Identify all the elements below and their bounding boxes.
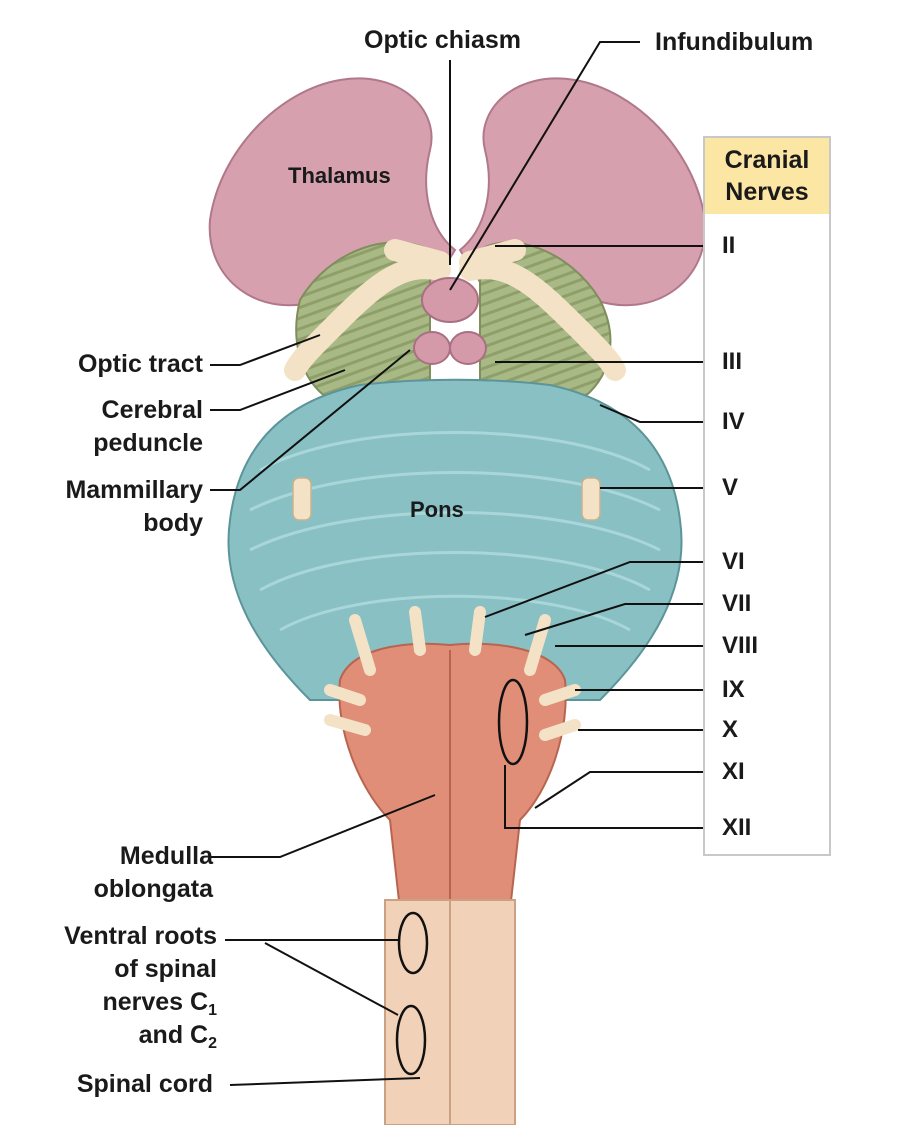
- optic-tract-left: [284, 257, 451, 381]
- label-ventral-roots-1: Ventral roots: [64, 922, 217, 950]
- nerve-label-ix: IX: [722, 676, 745, 703]
- nerve-label-iii: III: [722, 348, 743, 375]
- label-ventral-roots-4: and C2: [138, 1021, 217, 1052]
- medulla-shape: [338, 642, 567, 911]
- nerve-label-xii: XII: [722, 814, 752, 841]
- pons-fibers: [249, 431, 661, 632]
- optic-tract-right: [459, 257, 626, 381]
- label-medulla-1: Medulla: [119, 842, 213, 870]
- cranial-nerves-panel-title: Cranial Nerves: [724, 146, 810, 206]
- label-ventral-roots-2: of spinal: [114, 955, 217, 983]
- nerve-label-iv: IV: [722, 408, 745, 435]
- label-mammillary-body-2: body: [143, 509, 203, 537]
- nerve-label-v: V: [722, 474, 739, 501]
- label-infundibulum: Infundibulum: [655, 28, 814, 56]
- nerve-label-vii: VII: [722, 590, 752, 617]
- label-pons: Pons: [410, 497, 464, 522]
- label-ventral-roots-3: nerves C1: [102, 988, 217, 1019]
- lower-nerve-roots: [324, 606, 581, 741]
- mammillary-body-left: [413, 331, 451, 365]
- infundibulum-shape: [421, 277, 479, 323]
- c2-roots-oval: [395, 1004, 427, 1076]
- optic-nerve-stumps: [384, 239, 526, 273]
- nerve-label-xi: XI: [722, 758, 745, 785]
- xii-rootlets-oval: [497, 678, 529, 766]
- cranial-nerves-panel: Cranial Nerves: [703, 136, 831, 856]
- nerve-label-ii: II: [722, 232, 736, 259]
- label-optic-chiasm: Optic chiasm: [364, 26, 521, 54]
- nerve-label-viii: VIII: [722, 632, 759, 659]
- label-optic-tract: Optic tract: [77, 350, 203, 378]
- label-mammillary-body-1: Mammillary: [65, 476, 203, 504]
- nerve-v-right-stub: [581, 477, 601, 521]
- mammillary-body-right: [449, 331, 487, 365]
- cranial-nerves-panel-header: [705, 138, 829, 214]
- label-medulla-2: oblongata: [93, 875, 213, 903]
- label-thalamus: Thalamus: [288, 163, 391, 188]
- pons-shape: [227, 378, 683, 701]
- nerve-label-x: X: [722, 716, 739, 743]
- leader-lines: [210, 41, 715, 1086]
- label-spinal-cord: Spinal cord: [76, 1070, 213, 1098]
- nerve-v-left-stub: [292, 477, 312, 521]
- label-cerebral-peduncle-1: Cerebral: [101, 396, 203, 424]
- label-cerebral-peduncle-2: peduncle: [93, 429, 203, 457]
- nerve-label-vi: VI: [722, 548, 745, 575]
- c1-roots-oval: [397, 911, 429, 975]
